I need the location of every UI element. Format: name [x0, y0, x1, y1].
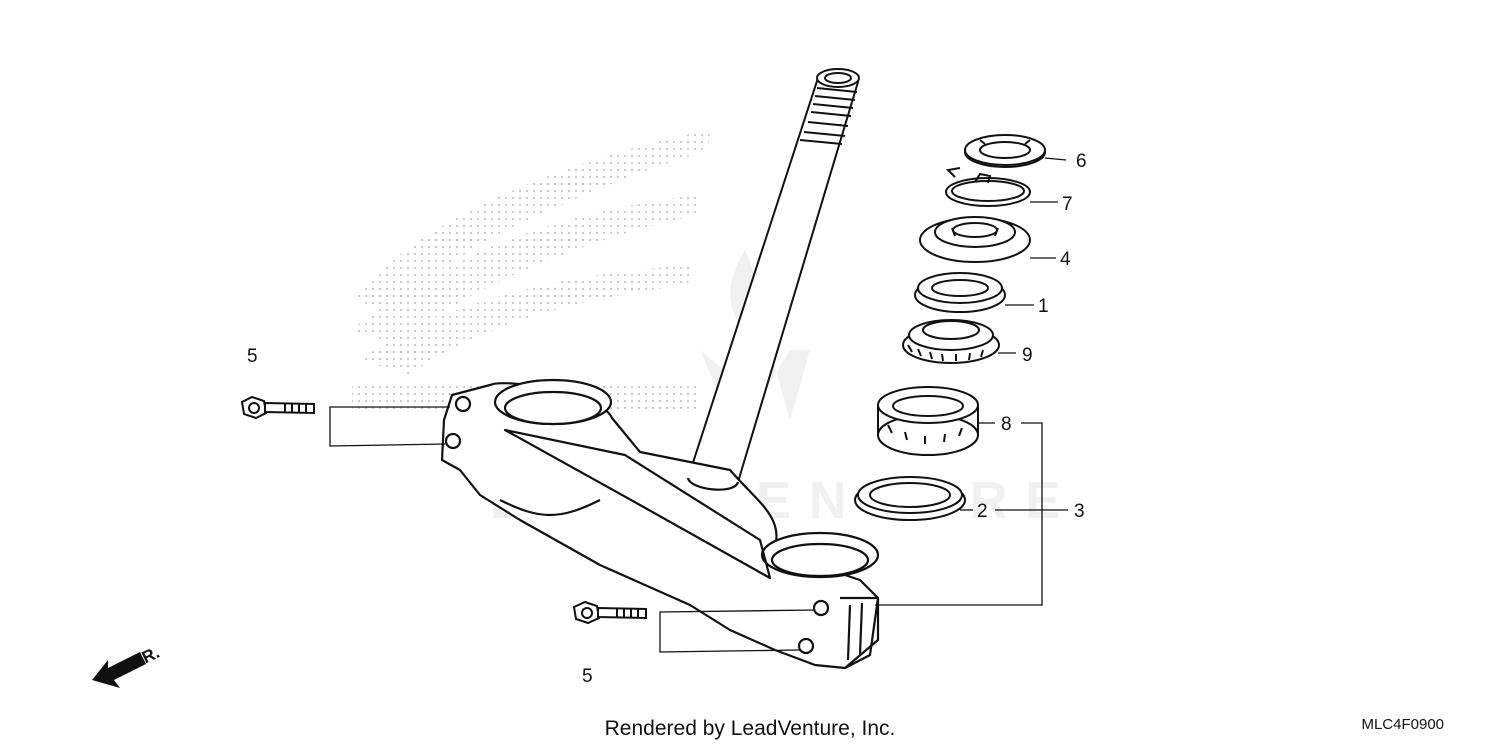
lock-nut [964, 134, 1046, 168]
callout-5-bottom: 5 [582, 666, 593, 687]
leader-lines [329, 157, 1068, 653]
callout-4: 4 [1060, 249, 1071, 270]
callout-labels: 6 7 4 1 9 8 2 3 5 5 [247, 151, 1087, 687]
callout-2: 2 [977, 501, 988, 522]
lower-bearing [877, 386, 979, 456]
steering-stem-bracket [440, 378, 880, 670]
callout-1: 1 [1038, 296, 1049, 317]
dust-seal [914, 272, 1006, 313]
callout-3: 3 [1074, 501, 1085, 522]
steering-stem [686, 68, 860, 484]
lock-washer [945, 167, 1031, 207]
callout-9: 9 [1022, 345, 1033, 366]
render-credit: Rendered by LeadVenture, Inc. [604, 717, 896, 740]
bolt-lower [572, 600, 647, 625]
bolt-upper [240, 395, 315, 420]
front-direction-arrow: FR. [92, 643, 163, 688]
callout-6: 6 [1076, 151, 1087, 172]
lower-dust-seal [854, 476, 966, 521]
callout-8: 8 [1001, 414, 1012, 435]
diagram-code: MLC4F0900 [1361, 716, 1444, 733]
callout-5-top: 5 [247, 346, 258, 367]
upper-bearing [902, 319, 1000, 364]
adjusting-nut [919, 216, 1031, 263]
wing-logo-background [350, 130, 710, 410]
callout-7: 7 [1062, 194, 1073, 215]
